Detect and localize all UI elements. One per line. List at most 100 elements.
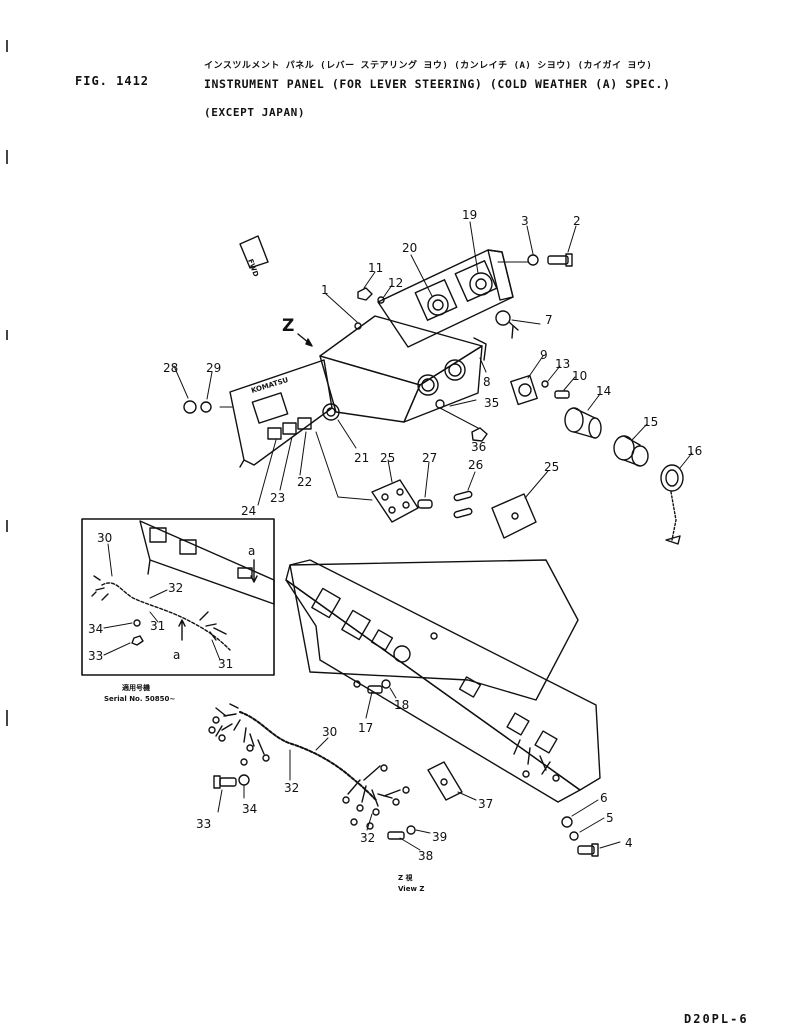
callout-33-inset: 33 [88, 649, 103, 663]
scan-edge-mark [6, 150, 8, 164]
callout-31-inset-lower: 31 [218, 657, 233, 671]
callout-37: 37 [478, 797, 493, 811]
callout-9: 9 [540, 348, 548, 362]
bolt-33 [213, 775, 237, 789]
fwd-arrow-icon: FWD [239, 235, 269, 278]
view-caption: View Z [398, 885, 424, 893]
figure-number: FIG. 1412 [75, 74, 150, 88]
callout-10: 10 [572, 369, 587, 383]
callout-12: 12 [388, 276, 403, 290]
bracket-37 [427, 761, 463, 801]
bracket-8 [473, 337, 487, 361]
cover-25 [491, 493, 537, 539]
key-switch-7 [495, 310, 519, 339]
callout-26: 26 [468, 458, 483, 472]
washer-39 [406, 825, 416, 835]
callout-25-cover: 25 [544, 460, 559, 474]
callout-38: 38 [418, 849, 433, 863]
callout-7: 7 [545, 313, 553, 327]
callout-25: 25 [380, 451, 395, 465]
page-title: INSTRUMENT PANEL (FOR LEVER STEERING) (C… [204, 77, 671, 91]
scan-edge-mark [6, 330, 8, 340]
inset-serial-kana: 適用号機 [122, 683, 150, 692]
plug-cap-16 [660, 464, 684, 545]
callout-18: 18 [394, 698, 409, 712]
wire-harness-30 [208, 703, 410, 830]
scan-edge-mark [6, 520, 8, 532]
callout-19: 19 [462, 208, 477, 222]
nut-36 [471, 427, 488, 442]
callout-27: 27 [422, 451, 437, 465]
callout-5: 5 [606, 811, 614, 825]
callout-31-inset: 31 [150, 619, 165, 633]
cap-15 [613, 435, 649, 467]
scan-edge-mark [6, 40, 8, 52]
callout-3: 3 [521, 214, 529, 228]
callout-17: 17 [358, 721, 373, 735]
callout-20: 20 [402, 241, 417, 255]
callout-36: 36 [471, 440, 486, 454]
callout-30: 30 [322, 725, 337, 739]
title-katakana: インスツルメント パネル (レバー ステアリング ヨウ) (カンレイチ (A) … [204, 61, 653, 71]
washer-29 [200, 401, 212, 413]
callout-39: 39 [432, 830, 447, 844]
washer-12 [377, 296, 385, 304]
callout-32-lower: 32 [360, 831, 375, 845]
callout-33: 33 [196, 817, 211, 831]
callouts: 1 2 3 4 5 6 7 8 9 10 11 12 13 14 15 16 1… [88, 208, 702, 863]
nut-28 [183, 400, 197, 414]
callout-30-inset: 30 [97, 531, 112, 545]
callout-32: 32 [284, 781, 299, 795]
upper-leader-lines [173, 221, 693, 506]
callout-22: 22 [297, 475, 312, 489]
inset-serial-number: Serial No. 50850~ [104, 695, 175, 703]
callout-11: 11 [368, 261, 383, 275]
callout-4: 4 [625, 836, 633, 850]
gauge-19 [469, 272, 493, 296]
screw-27 [417, 499, 433, 509]
callout-34: 34 [242, 802, 257, 816]
scan-edge-mark [6, 710, 8, 726]
view-caption-kana: Z 視 [398, 873, 413, 882]
callout-35: 35 [484, 396, 499, 410]
bolt-4 [577, 843, 599, 857]
washer-13 [541, 380, 549, 388]
pins-26 [453, 490, 473, 519]
inset-detail: a a [81, 518, 275, 676]
view-marker-z: Z [282, 316, 294, 336]
bolt-17 [367, 685, 383, 694]
bolt-10 [554, 390, 570, 399]
callout-8: 8 [483, 375, 491, 389]
washer-6 [561, 816, 573, 828]
callout-21: 21 [354, 451, 369, 465]
callout-13: 13 [555, 357, 570, 371]
callout-34-inset: 34 [88, 622, 103, 636]
view-arrowhead-icon [305, 338, 313, 347]
lower-leader-lines [217, 687, 621, 851]
washer-3 [527, 254, 539, 266]
callout-29: 29 [206, 361, 221, 375]
washer-34 [238, 774, 250, 786]
callout-2: 2 [573, 214, 581, 228]
panel-view-z [285, 559, 601, 803]
page-subtitle: (EXCEPT JAPAN) [204, 106, 306, 119]
front-panel: KOMATSU [229, 359, 340, 468]
bolt-38 [387, 831, 405, 840]
relay-bracket-25 [371, 479, 419, 523]
washer-5 [569, 831, 579, 841]
detail-marker-a: a [173, 648, 180, 662]
housing-box [319, 315, 483, 423]
svg-text:FWD: FWD [246, 258, 260, 278]
callout-16: 16 [687, 444, 702, 458]
washer-18 [381, 679, 391, 689]
bolt-2 [547, 253, 573, 267]
connector-9 [510, 374, 538, 406]
callout-1: 1 [321, 283, 329, 297]
gauge-20 [427, 294, 449, 316]
page-code: D20PL-6 [684, 1012, 749, 1026]
callout-24: 24 [241, 504, 256, 518]
socket-14 [564, 407, 602, 439]
callout-28: 28 [163, 361, 178, 375]
nut-11 [357, 287, 373, 301]
